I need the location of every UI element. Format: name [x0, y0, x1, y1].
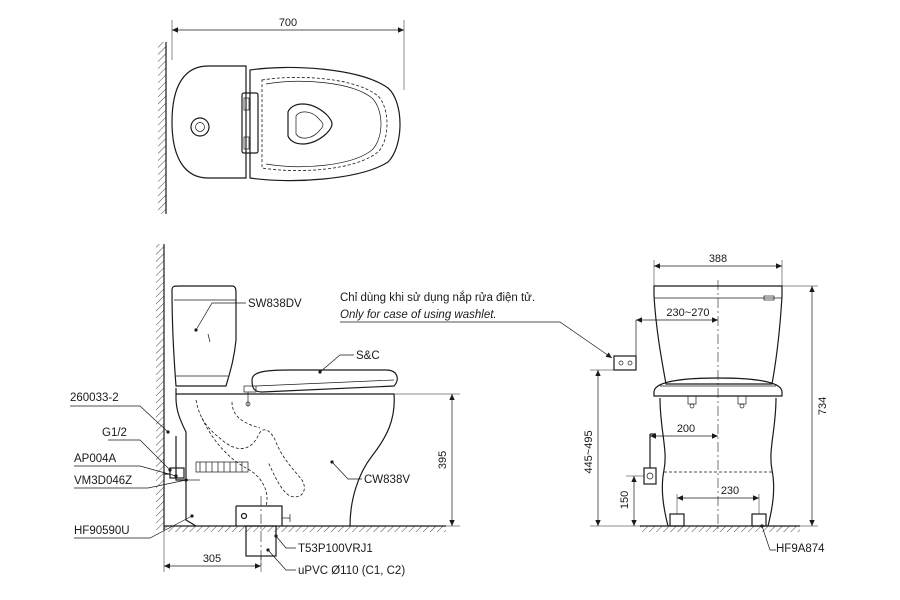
flush-button-icon [190, 117, 210, 137]
dim-front-outlet-height: 445~495 [583, 430, 595, 473]
callout-inlet: G1/2 [102, 427, 127, 439]
dim-top-width: 700 [279, 17, 297, 29]
dim-side-height: 395 [437, 451, 449, 469]
note-english: Only for case of using washlet. [340, 309, 497, 321]
callout-drain: T53P100VRJ1 [298, 543, 373, 555]
side-view-drain [235, 505, 283, 526]
side-view-seat [251, 369, 398, 393]
side-view-wall-hatch [156, 244, 164, 530]
top-view: 700 [158, 17, 405, 214]
callout-bowl: CW838V [364, 474, 410, 486]
top-view-tank [171, 65, 247, 179]
top-view-bowl-opening [287, 103, 333, 145]
callout-valve: 260033-2 [70, 392, 119, 404]
front-view-washlet-outlet [613, 355, 637, 371]
side-view: 395 305 SW838DV S&C CW838V 260033-2 G1/2… [70, 244, 460, 577]
callout-seat: S&C [356, 350, 380, 362]
front-view-bowl [659, 397, 777, 527]
dim-front-width: 388 [709, 253, 727, 265]
dim-front-bolt-spacing: 230 [721, 485, 739, 497]
front-view-seat [653, 377, 783, 397]
side-view-bowl [175, 388, 395, 527]
callout-tank: SW838DV [248, 298, 302, 310]
dim-side-rough-in: 305 [203, 553, 221, 565]
dim-front-outlet-range: 230~270 [666, 307, 709, 319]
callout-bolt: HF9A874 [776, 543, 825, 555]
front-view-bolt-right [751, 513, 767, 527]
note-vietnamese: Chỉ dùng khi sử dụng nắp rửa điện tử. [340, 291, 535, 304]
side-view-supply-pipe [175, 436, 188, 481]
front-view-stop-valve [643, 467, 657, 485]
top-view-bowl [249, 66, 401, 182]
washlet-note: Chỉ dùng khi sử dụng nắp rửa điện tử. On… [340, 291, 613, 359]
side-view-tank [171, 285, 237, 387]
callout-pipe: uPVC Ø110 (C1, C2) [298, 565, 405, 577]
dim-front-supply-offset: 200 [677, 423, 695, 435]
front-view-floor-hatch [640, 526, 800, 532]
front-view-bolt-left [669, 513, 685, 527]
dim-front-total-height: 734 [817, 397, 829, 415]
callout-stop-valve: VM3D046Z [74, 475, 132, 487]
dim-front-supply-height: 150 [619, 491, 631, 509]
callout-flange: HF90590U [74, 525, 130, 537]
side-view-jet [195, 461, 249, 473]
side-view-floor-hatch [164, 526, 446, 532]
top-view-wall-hatch [158, 42, 166, 214]
side-view-stop-valve [169, 467, 185, 479]
callout-hose: AP004A [74, 453, 117, 465]
front-view: 388 230~270 734 445~495 200 150 230 HF9A… [583, 253, 829, 555]
